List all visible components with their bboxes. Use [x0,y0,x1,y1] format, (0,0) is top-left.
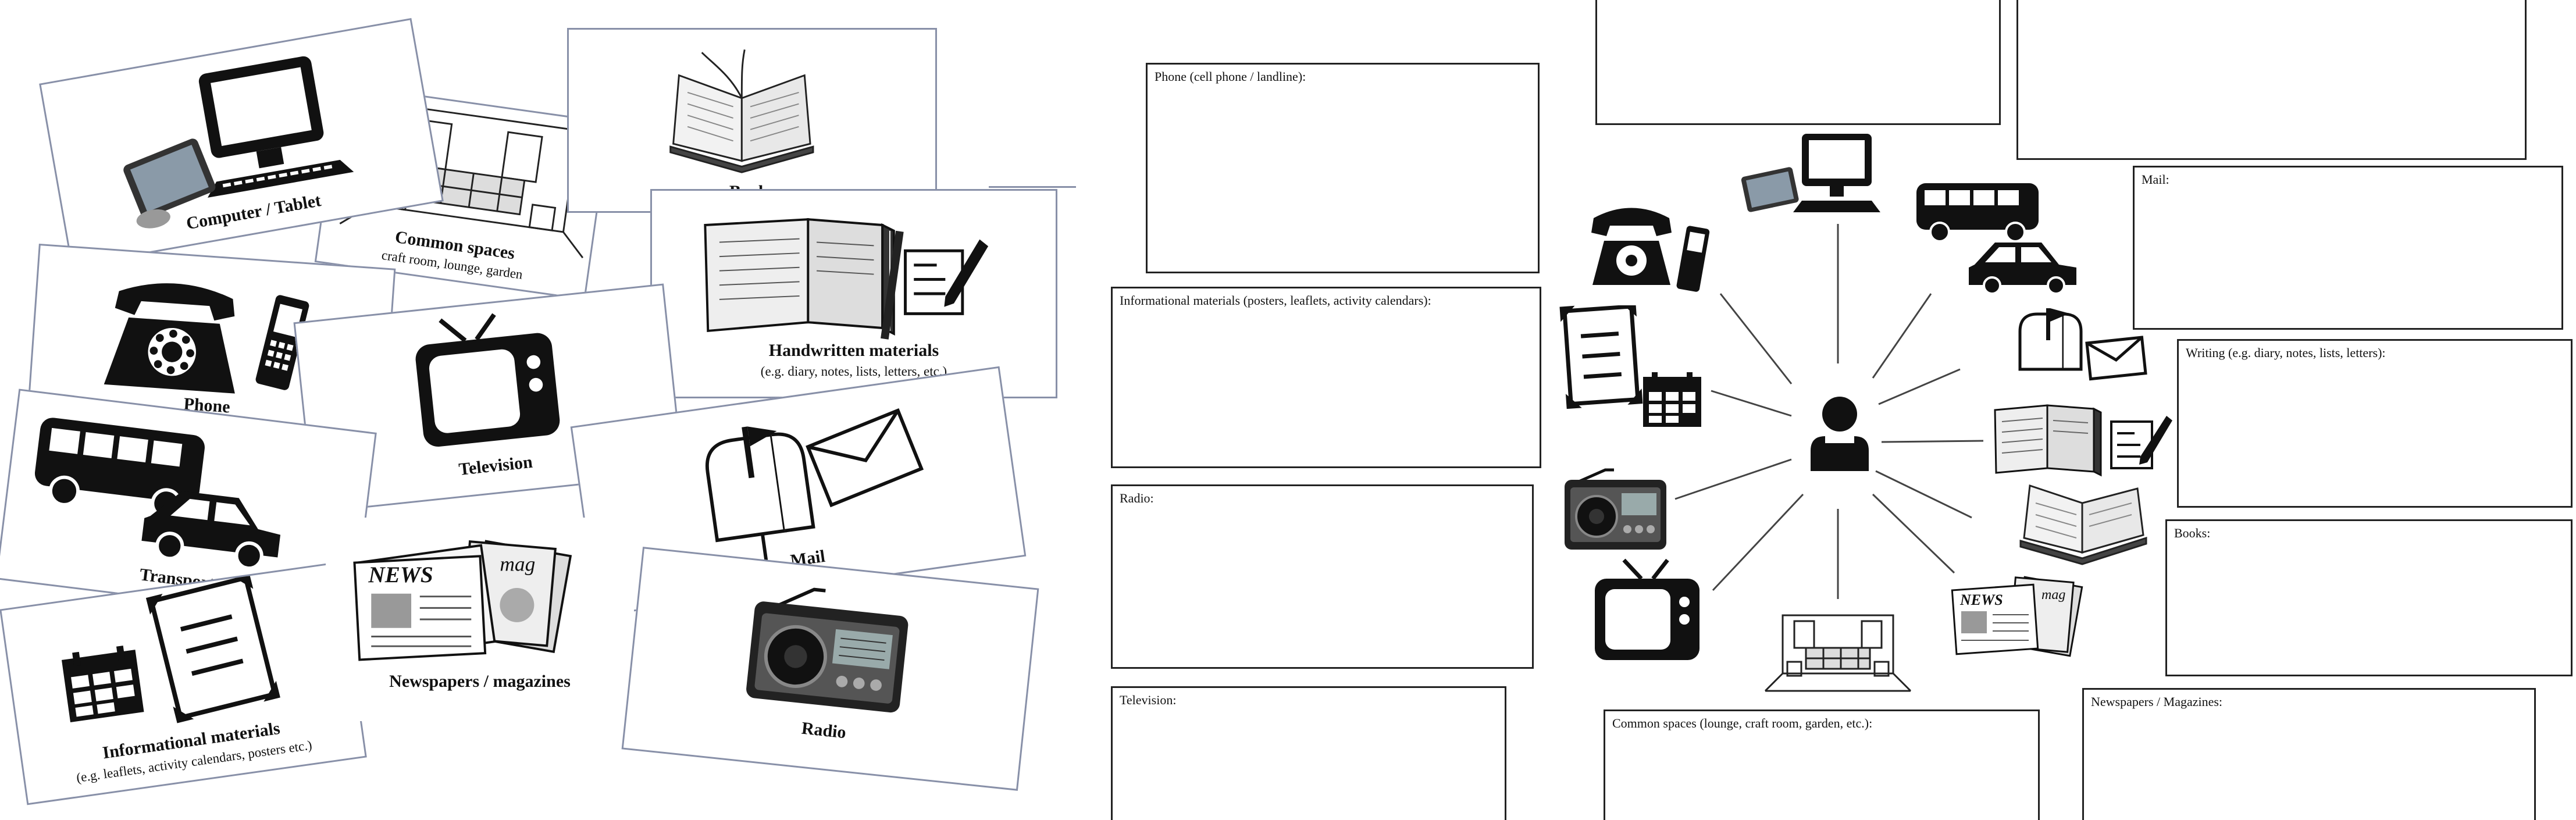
box-common-label: Common spaces (lounge, craft room, garde… [1612,716,1873,730]
card-handwritten-label: Handwritten materials [768,341,939,360]
box-writing: Writing (e.g. diary, notes, lists, lette… [2177,339,2573,508]
room-sketch-icon [1764,614,1912,692]
radio-icon [1565,468,1666,550]
spoke-radio [1674,458,1792,500]
box-books: Books: [2165,519,2573,676]
mag-masthead: mag [500,552,535,575]
diary-notes-icon [704,218,989,340]
tv-icon [415,313,560,447]
box-mail: Mail: [2133,166,2563,330]
mailbox-icon [2018,308,2147,381]
bus-car-icon [1916,183,2076,294]
telephone-icon [1591,208,1710,292]
spoke-newspapers [1872,493,1955,574]
box-common-spaces: Common spaces (lounge, craft room, garde… [1604,710,2040,820]
box-newspapers-label: Newspapers / Magazines: [2091,694,2223,709]
radio-icon [746,587,908,713]
spoke-transport [1872,293,1932,379]
spoke-writing [1881,440,1984,443]
box-informational-label: Informational materials (posters, leafle… [1120,293,1431,308]
spoke-informational [1711,390,1792,417]
box-phone: Phone (cell phone / landline): [1146,63,1540,273]
spoke-mail [1878,368,1961,405]
box-mail-label: Mail: [2142,172,2169,187]
open-book-icon [669,49,814,173]
hub-spokes [1674,224,1984,599]
card-television: Television [293,283,684,514]
card-handwritten-sub: (e.g. diary, notes, lists, letters, etc.… [760,364,947,379]
person-icon [1811,397,1869,471]
box-radio: Radio: [1111,484,1534,669]
box-informational: Informational materials (posters, leafle… [1111,287,1541,468]
card-books: Books [567,28,937,213]
mailbox-icon [705,408,924,568]
spoke-television [1712,493,1804,591]
computer-tablet-icon [123,56,354,229]
card-newspapers: NEWS mag Newspapers / magazines [326,518,634,721]
computer-tablet-icon [1741,134,1880,212]
card-collage: Common spaces craft room, lounge, garden… [0,0,1076,820]
worksheet: Phone (cell phone / landline): Informati… [1076,0,2576,820]
news-masthead: NEWS [1959,591,2003,608]
spoke-phone [1719,293,1793,384]
box-phone-label: Phone (cell phone / landline): [1155,69,1306,84]
card-phone: Phone [26,243,396,455]
card-radio: Radio [621,547,1039,791]
mag-masthead: mag [2041,587,2065,602]
box-newspapers: Newspapers / Magazines: [2082,688,2536,820]
newspaper-icon: NEWS mag [353,540,572,661]
card-mail: Mail [570,366,1027,617]
card-handwritten: Handwritten materials (e.g. diary, notes… [650,189,1057,398]
card-transport: Transport [0,388,377,623]
poster-calendar-icon [1559,305,1701,427]
diary-notes-icon [1994,404,2172,477]
box-books-label: Books: [2174,526,2211,540]
bus-car-icon [34,418,281,571]
top-stub-box-1 [1595,0,2001,125]
tv-icon [1595,558,1699,660]
box-radio-label: Radio: [1120,491,1154,505]
spoke-books [1875,470,1972,519]
card-newspapers-label: Newspapers / magazines [389,672,571,691]
box-television-label: Television: [1120,693,1177,707]
box-writing-label: Writing (e.g. diary, notes, lists, lette… [2186,345,2386,360]
newspaper-icon: NEWS mag [1951,576,2083,657]
card-informational: Informational materials (e.g. leaflets, … [0,561,367,805]
poster-calendar-icon [62,572,280,723]
top-stub-box-2 [2016,0,2527,160]
telephone-icon [104,283,309,394]
box-television: Television: [1111,686,1506,820]
open-book-icon [2019,484,2147,565]
card-computer-tablet: Computer / Tablet [39,17,444,268]
card-edge [989,186,1076,188]
news-masthead: NEWS [368,562,433,587]
